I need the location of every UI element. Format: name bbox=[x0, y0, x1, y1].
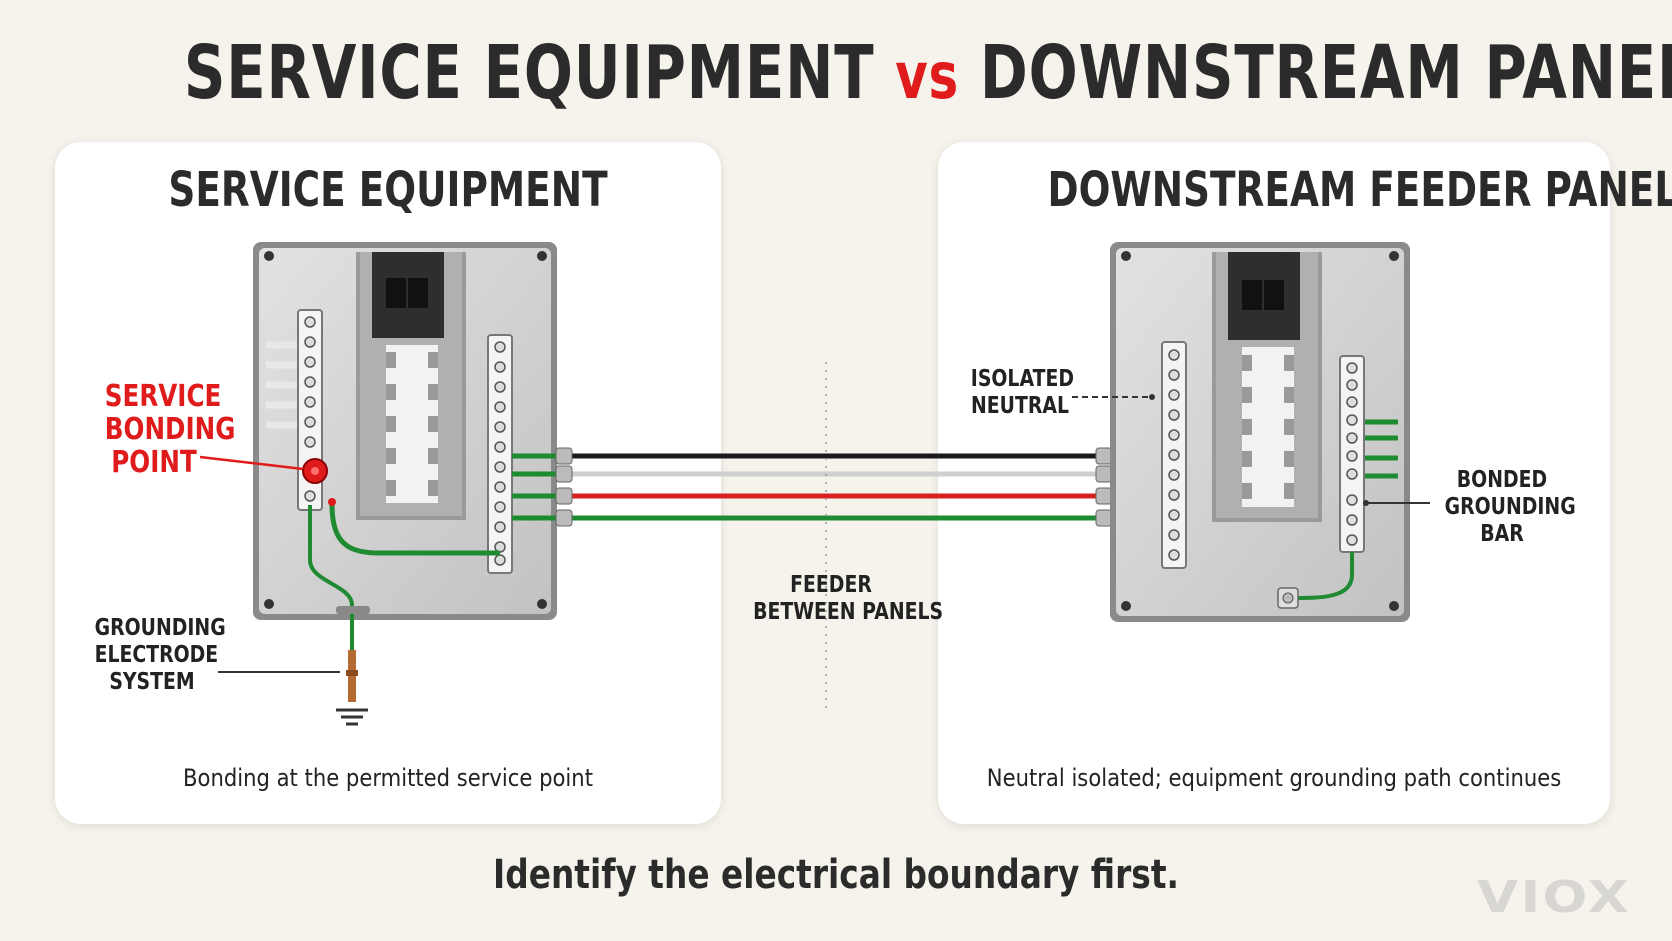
enclosure-bond-wire bbox=[1295, 552, 1354, 600]
viox-watermark-logo: VIOX bbox=[1477, 872, 1632, 923]
grounding-electrode-line-2: ELECTRODE bbox=[94, 642, 219, 668]
service-bonding-line-1: SERVICE bbox=[104, 379, 222, 414]
feeder-line-1: FEEDER bbox=[790, 572, 872, 598]
service-enclosure bbox=[253, 242, 557, 620]
grounding-electrode-line-3: SYSTEM bbox=[109, 669, 195, 695]
bonded-grounding-line-3: BAR bbox=[1480, 521, 1524, 547]
feeder-label: FEEDER BETWEEN PANELS bbox=[753, 572, 944, 626]
bonded-grounding-line-1: BONDED bbox=[1456, 467, 1548, 493]
service-neutral-bar bbox=[266, 309, 323, 511]
main-bonding-jumper bbox=[329, 504, 500, 556]
page-title: SERVICE EQUIPMENT vs DOWNSTREAM PANEL bbox=[183, 30, 1672, 116]
bonding-leader-line bbox=[199, 455, 304, 471]
bonded-grounding-bar bbox=[1339, 355, 1398, 553]
title-part-2: DOWNSTREAM PANEL bbox=[979, 30, 1672, 116]
feeder-line-2: BETWEEN PANELS bbox=[753, 599, 944, 625]
feeder-conductors bbox=[512, 447, 1162, 527]
service-bonding-point-label: SERVICE BONDING POINT bbox=[104, 379, 236, 480]
grounding-electrode-conductor bbox=[308, 505, 354, 610]
downstream-panel-caption: Neutral isolated; equipment grounding pa… bbox=[986, 764, 1562, 792]
service-equipment-title: SERVICE EQUIPMENT bbox=[168, 162, 608, 218]
title-part-1: SERVICE EQUIPMENT bbox=[183, 30, 875, 116]
isolated-neutral-label: ISOLATED NEUTRAL bbox=[970, 366, 1074, 420]
service-equipment-caption: Bonding at the permitted service point bbox=[183, 764, 593, 792]
grounding-electrode-label: GROUNDING ELECTRODE SYSTEM bbox=[94, 615, 226, 696]
title-vs: vs bbox=[895, 40, 960, 114]
bonded-grounding-bar-label: BONDED GROUNDING BAR bbox=[1444, 467, 1576, 548]
isolated-neutral-line-1: ISOLATED bbox=[970, 366, 1074, 392]
grounding-electrode-line-1: GROUNDING bbox=[94, 615, 226, 641]
service-bonding-line-3: POINT bbox=[111, 445, 197, 480]
grounding-electrode bbox=[336, 606, 370, 726]
bonded-grounding-line-2: GROUNDING bbox=[1444, 494, 1576, 520]
isolated-neutral-line-2: NEUTRAL bbox=[971, 393, 1069, 419]
footer-tagline: Identify the electrical boundary first. bbox=[493, 852, 1179, 898]
service-bonding-line-2: BONDING bbox=[104, 412, 236, 447]
isolated-neutral-bar bbox=[1161, 341, 1187, 569]
service-ground-bar bbox=[487, 334, 513, 574]
